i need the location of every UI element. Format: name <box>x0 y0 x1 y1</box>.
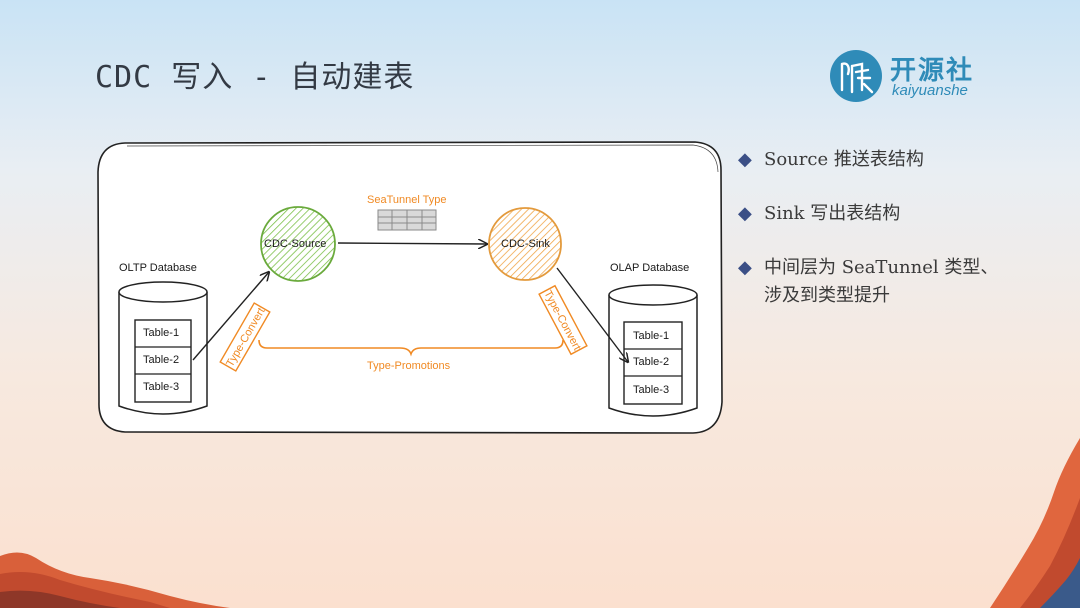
table2-to-source-arrow <box>192 272 269 361</box>
source-table-3: Table-3 <box>143 381 180 393</box>
cdc-source-node <box>260 206 336 282</box>
type-convert-right-tag <box>538 284 588 356</box>
type-convert-left-tag <box>219 302 271 372</box>
oltp-database-label: OLTP Database <box>119 262 197 274</box>
bullet-text-line-1: 中间层为 SeaTunnel 类型、 <box>764 257 999 278</box>
sink-to-table2-arrow <box>556 267 628 362</box>
diagram-frame <box>97 141 723 434</box>
diamond-bullet-icon: ◆ <box>738 203 752 224</box>
cdc-source-label: CDC-Source <box>264 238 327 250</box>
sink-table-1: Table-1 <box>633 330 670 342</box>
bullet-item: ◆ Sink 写出表结构 <box>738 200 1068 228</box>
architecture-diagram: Type-Convert Type-Convert OLTP Database … <box>95 140 725 436</box>
diamond-bullet-icon: ◆ <box>738 257 752 278</box>
bullet-text: Source 推送表结构 <box>764 149 924 170</box>
bullet-item: ◆ 中间层为 SeaTunnel 类型、 涉及到类型提升 <box>738 254 1068 310</box>
sink-table-2: Table-2 <box>633 356 670 368</box>
bullet-item: ◆ Source 推送表结构 <box>738 146 1068 174</box>
slide-title: CDC 写入 - 自动建表 <box>95 60 415 95</box>
logo-english-name: kaiyuanshe <box>892 82 968 99</box>
logo-chinese-name: 开源社 <box>890 56 975 86</box>
cdc-sink-label: CDC-Sink <box>501 238 550 250</box>
bullet-text-line-2: 涉及到类型提升 <box>764 285 890 306</box>
olap-database-label: OLAP Database <box>610 262 690 274</box>
source-to-sink-arrow <box>337 243 487 244</box>
logo: 开源社 kaiyuanshe <box>828 48 998 106</box>
sink-table-3: Table-3 <box>633 384 670 396</box>
kaiyuanshe-logo-icon <box>830 50 882 102</box>
type-promotions-label: Type-Promotions <box>367 360 451 372</box>
bullet-list: ◆ Source 推送表结构 ◆ Sink 写出表结构 ◆ 中间层为 SeaTu… <box>738 146 1068 336</box>
mountain-decoration-left <box>0 552 230 608</box>
seatunnel-type-label: SeaTunnel Type <box>367 194 447 206</box>
source-table-1: Table-1 <box>143 327 180 339</box>
diamond-bullet-icon: ◆ <box>738 149 752 170</box>
mountain-decoration-right <box>990 438 1080 608</box>
seatunnel-type-grid <box>377 209 437 231</box>
source-table-2: Table-2 <box>143 354 180 366</box>
bullet-text: Sink 写出表结构 <box>764 203 901 224</box>
type-promotions-brace <box>258 339 564 357</box>
cdc-sink-node <box>488 207 562 281</box>
